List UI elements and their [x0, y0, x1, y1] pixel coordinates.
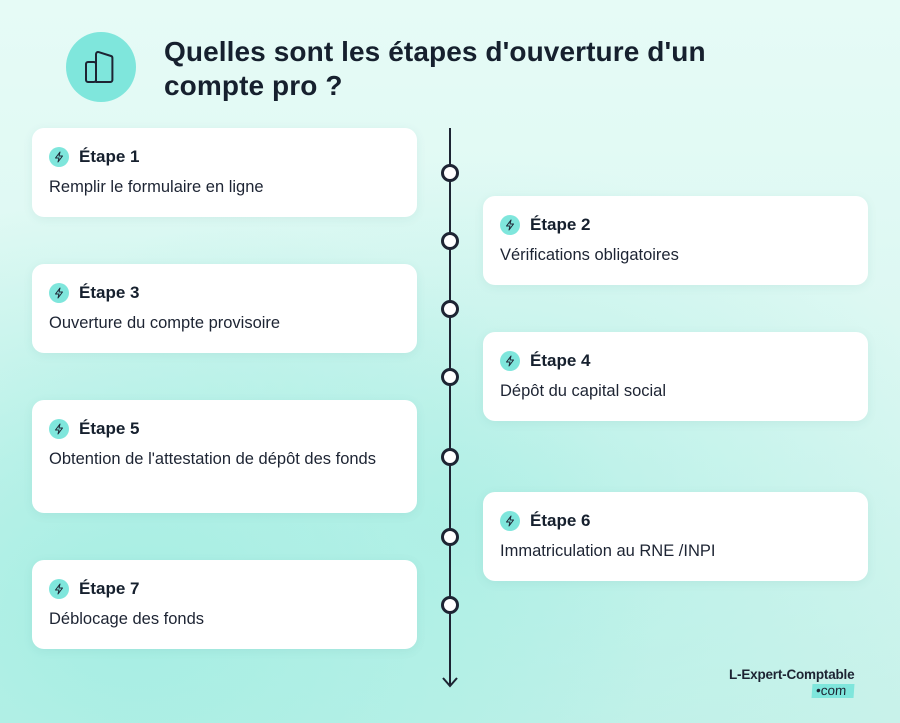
step-title: Étape 6 — [530, 511, 591, 530]
lightning-icon — [500, 215, 520, 235]
step-card-2: Étape 2 Vérifications obligatoires — [483, 196, 868, 285]
step-title: Étape 7 — [79, 579, 140, 598]
lightning-icon — [49, 283, 69, 303]
timeline-node-5 — [441, 448, 459, 466]
timeline-node-1 — [441, 164, 459, 182]
step-description: Ouverture du compte provisoire — [49, 314, 281, 332]
building-icon — [66, 32, 136, 102]
step-title: Étape 2 — [530, 215, 591, 234]
step-title: Étape 4 — [530, 351, 591, 370]
timeline-line — [449, 128, 451, 686]
step-title: Étape 1 — [79, 147, 140, 166]
step-description: Remplir le formulaire en ligne — [49, 178, 264, 196]
step-card-5: Étape 5 Obtention de l'attestation de dé… — [32, 400, 417, 513]
step-card-7: Étape 7 Déblocage des fonds — [32, 560, 417, 649]
brand-logo: L-Expert-Comptable •com — [729, 667, 855, 700]
lightning-icon — [49, 579, 69, 599]
step-title: Étape 3 — [79, 283, 140, 302]
step-description: Déblocage des fonds — [49, 610, 205, 628]
step-description: Vérifications obligatoires — [500, 246, 679, 264]
step-card-3: Étape 3 Ouverture du compte provisoire — [32, 264, 417, 353]
header: Quelles sont les étapes d'ouverture d'un… — [66, 32, 706, 102]
step-description: Dépôt du capital social — [500, 382, 667, 400]
timeline-node-2 — [441, 232, 459, 250]
lightning-icon — [49, 147, 69, 167]
step-card-1: Étape 1 Remplir le formulaire en ligne — [32, 128, 417, 217]
timeline-node-6 — [441, 528, 459, 546]
step-title: Étape 5 — [79, 419, 140, 438]
step-card-4: Étape 4 Dépôt du capital social — [483, 332, 868, 421]
timeline-node-3 — [441, 300, 459, 318]
timeline-node-4 — [441, 368, 459, 386]
logo-text: L-Expert-Comptable — [729, 667, 855, 682]
lightning-icon — [500, 351, 520, 371]
arrow-down-icon — [442, 677, 458, 688]
step-description: Obtention de l'attestation de dépôt des … — [49, 450, 376, 468]
lightning-icon — [500, 511, 520, 531]
timeline-node-7 — [441, 596, 459, 614]
lightning-icon — [49, 419, 69, 439]
step-description: Immatriculation au RNE /INPI — [500, 542, 716, 560]
step-card-6: Étape 6 Immatriculation au RNE /INPI — [483, 492, 868, 581]
logo-suffix: •com — [811, 683, 855, 698]
page-title: Quelles sont les étapes d'ouverture d'un… — [164, 36, 706, 101]
